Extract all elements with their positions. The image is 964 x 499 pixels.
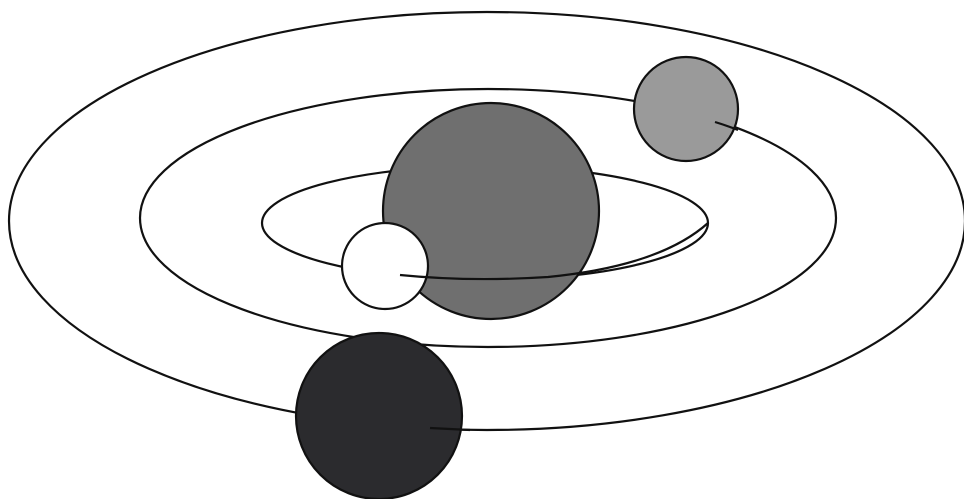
inner-orbit-body <box>342 223 428 309</box>
middle-orbit-body <box>634 57 738 161</box>
outer-orbit-body <box>296 333 462 499</box>
